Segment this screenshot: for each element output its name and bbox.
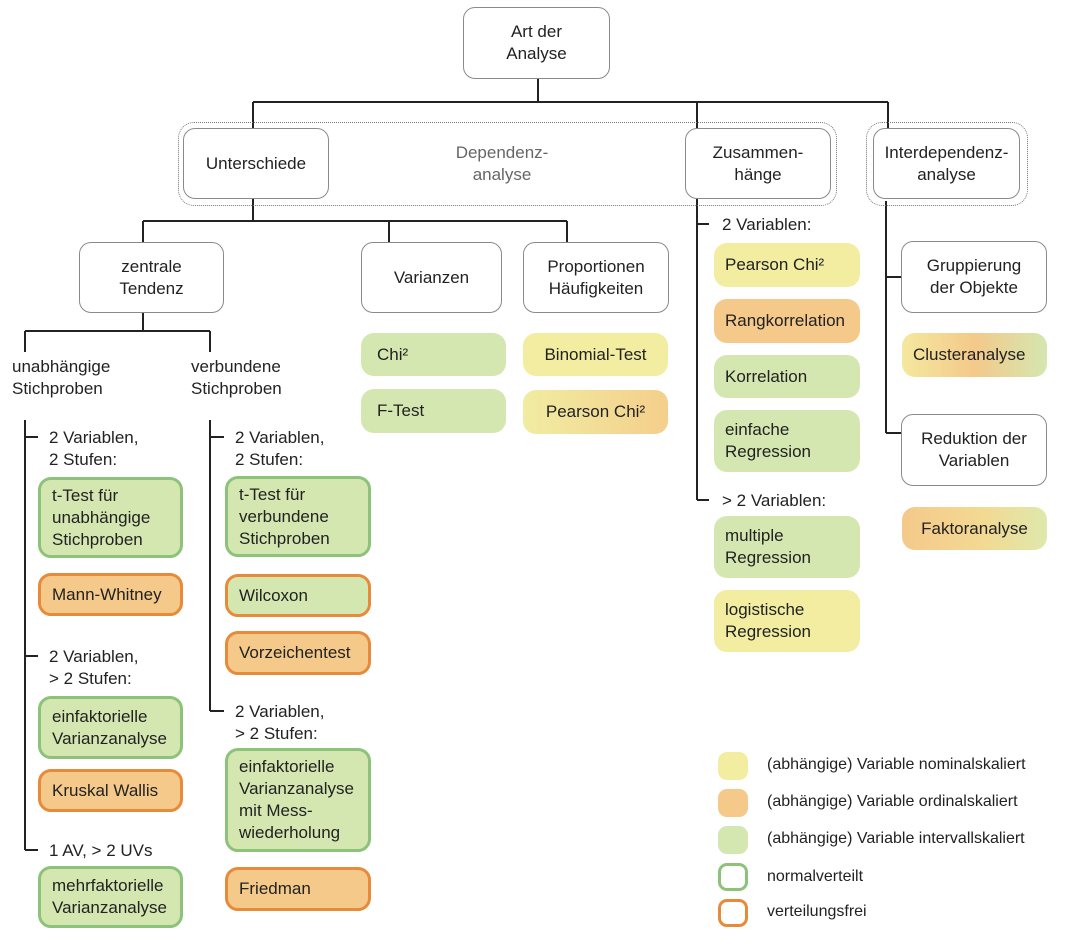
- faktoranalyse-pill: Faktoranalyse: [902, 507, 1047, 550]
- gruppierung-node: Gruppierung der Objekte: [901, 241, 1047, 313]
- pearson-chi2-proportionen-pill: Pearson Chi²: [523, 390, 668, 434]
- rangkorrelation-pill: Rangkorrelation: [714, 299, 860, 343]
- einfaktorielle-varianzanalyse-pill: einfaktorielle Varianzanalyse: [38, 696, 183, 759]
- einfache-regression-pill: einfache Regression: [714, 410, 860, 472]
- interdependence-frame: [866, 122, 1028, 206]
- pearson-chi2-pill: Pearson Chi²: [714, 243, 860, 287]
- legend-normal-label: normalverteilt: [767, 868, 864, 885]
- legend-interval-swatch: [718, 826, 748, 854]
- ttest-verbunden-pill: t-Test für verbundene Stichproben: [225, 476, 371, 557]
- root-node: Art der Analyse: [463, 7, 610, 79]
- legend-interval-label: (abhängige) Variable intervallskaliert: [767, 830, 1025, 847]
- subhead-z2: > 2 Variablen:: [722, 491, 827, 510]
- interdependenz-node: Interdependenz- analyse: [873, 128, 1020, 199]
- legend-nominal-swatch: [718, 752, 748, 780]
- legend-nominal-label: (abhängige) Variable nominalskaliert: [767, 756, 1026, 773]
- vorzeichentest-pill: Vorzeichentest: [225, 631, 371, 675]
- unabhaengige-stichproben-label: unabhängige Stichproben: [12, 357, 111, 398]
- chi2-pill: Chi²: [361, 333, 506, 376]
- subhead-v2: 2 Variablen, > 2 Stufen:: [235, 702, 325, 743]
- zusammenhaenge-node: Zusammen- hänge: [685, 128, 831, 199]
- dependence-label: Dependenz- analyse: [455, 143, 549, 184]
- dependence-frame: [178, 122, 837, 206]
- subhead-v1: 2 Variablen, 2 Stufen:: [235, 428, 325, 469]
- reduktion-node: Reduktion der Variablen: [901, 414, 1047, 486]
- subhead-u2: 2 Variablen, > 2 Stufen:: [49, 647, 139, 688]
- unterschiede-node: Unterschiede: [183, 128, 329, 199]
- legend-free-label: verteilungsfrei: [767, 903, 867, 920]
- mehrfaktorielle-varianzanalyse-pill: mehrfaktorielle Varianzanalyse: [38, 866, 183, 928]
- multiple-regression-pill: multiple Regression: [714, 516, 860, 578]
- legend-ordinal-swatch: [718, 789, 748, 817]
- proportionen-node: Proportionen Häufigkeiten: [523, 242, 669, 313]
- ttest-unabhaengig-pill: t-Test für unabhängige Stichproben: [38, 477, 183, 558]
- varianzen-node: Varianzen: [361, 242, 502, 313]
- friedman-pill: Friedman: [225, 867, 371, 911]
- verbundene-stichproben-label: verbundene Stichproben: [191, 357, 282, 398]
- ftest-pill: F-Test: [361, 389, 506, 433]
- wilcoxon-pill: Wilcoxon: [225, 574, 371, 617]
- mann-whitney-pill: Mann-Whitney: [38, 573, 183, 616]
- binomial-test-pill: Binomial-Test: [523, 333, 668, 376]
- logistische-regression-pill: logistische Regression: [714, 590, 860, 652]
- zentrale-tendenz-node: zentrale Tendenz: [79, 242, 224, 313]
- einfaktorielle-messwiederholung-pill: einfaktorielle Varianzanalyse mit Mess- …: [225, 748, 371, 852]
- legend-free-swatch: [718, 899, 748, 927]
- legend-ordinal-label: (abhängige) Variable ordinalskaliert: [767, 793, 1018, 810]
- clusteranalyse-pill: Clusteranalyse: [902, 333, 1047, 377]
- subhead-u1: 2 Variablen, 2 Stufen:: [49, 428, 139, 469]
- subhead-u3: 1 AV, > 2 UVs: [49, 841, 153, 860]
- subhead-z1: 2 Variablen:: [722, 215, 812, 234]
- korrelation-pill: Korrelation: [714, 355, 860, 398]
- kruskal-wallis-pill: Kruskal Wallis: [38, 769, 183, 812]
- legend-normal-swatch: [718, 863, 748, 891]
